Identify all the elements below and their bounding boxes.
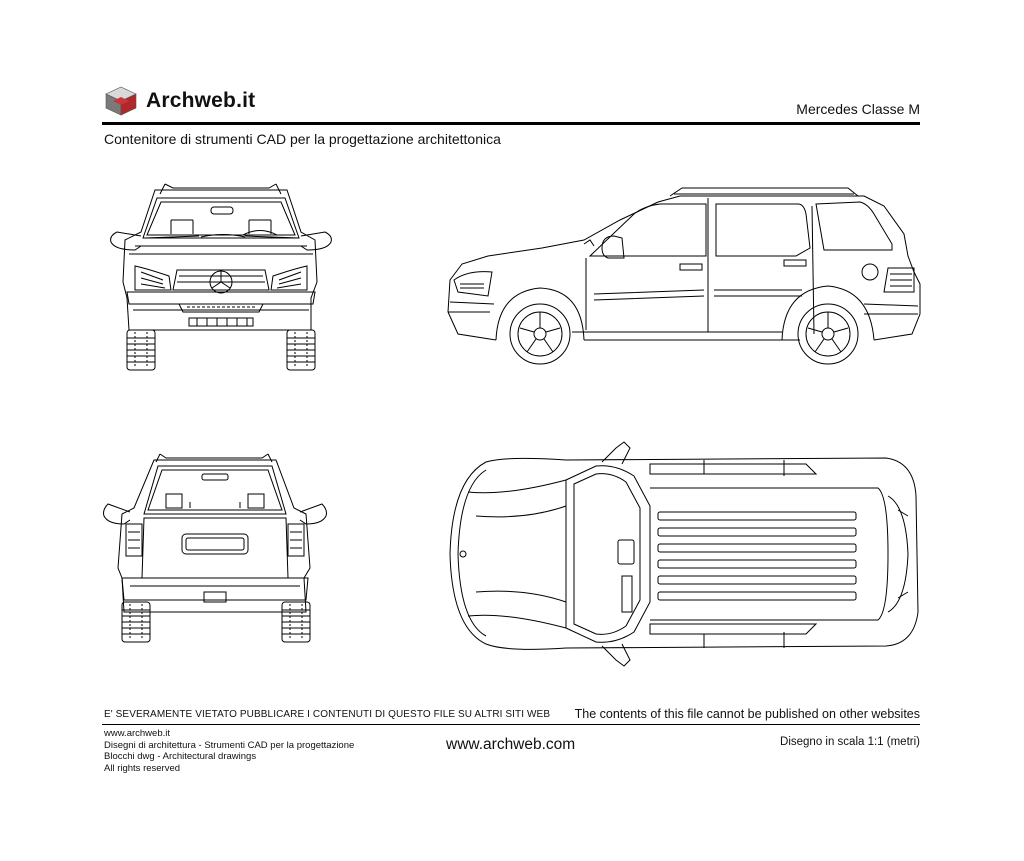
side-view — [444, 184, 922, 374]
info-line: Blocchi dwg - Architectural drawings — [104, 751, 257, 762]
header-rule — [102, 122, 920, 125]
info-line: Disegni di architettura - Strumenti CAD … — [104, 739, 355, 751]
info-block: www.archweb.it Disegni di architettura -… — [104, 728, 354, 774]
info-line: All rights reserved — [104, 762, 181, 774]
footer-rule — [102, 724, 920, 725]
warning-italian: E' SEVERAMENTE VIETATO PUBBLICARE I CONT… — [104, 709, 551, 720]
logo: Archweb.it — [104, 86, 255, 116]
brand-name: Archweb.it — [146, 89, 256, 112]
drawing-title: Mercedes Classe M — [796, 101, 920, 117]
info-line: www.archweb.it — [104, 728, 170, 739]
scale-note: Disegno in scala 1:1 (metri) — [780, 736, 920, 748]
cube-logo-icon — [105, 86, 137, 116]
rear-view — [100, 452, 332, 644]
warning-english: The contents of this file cannot be publ… — [574, 707, 920, 721]
top-view — [446, 436, 920, 672]
front-view — [105, 180, 337, 372]
subtitle: Contenitore di strumenti CAD per la prog… — [104, 131, 501, 147]
website-link[interactable]: www.archweb.com — [446, 736, 576, 753]
